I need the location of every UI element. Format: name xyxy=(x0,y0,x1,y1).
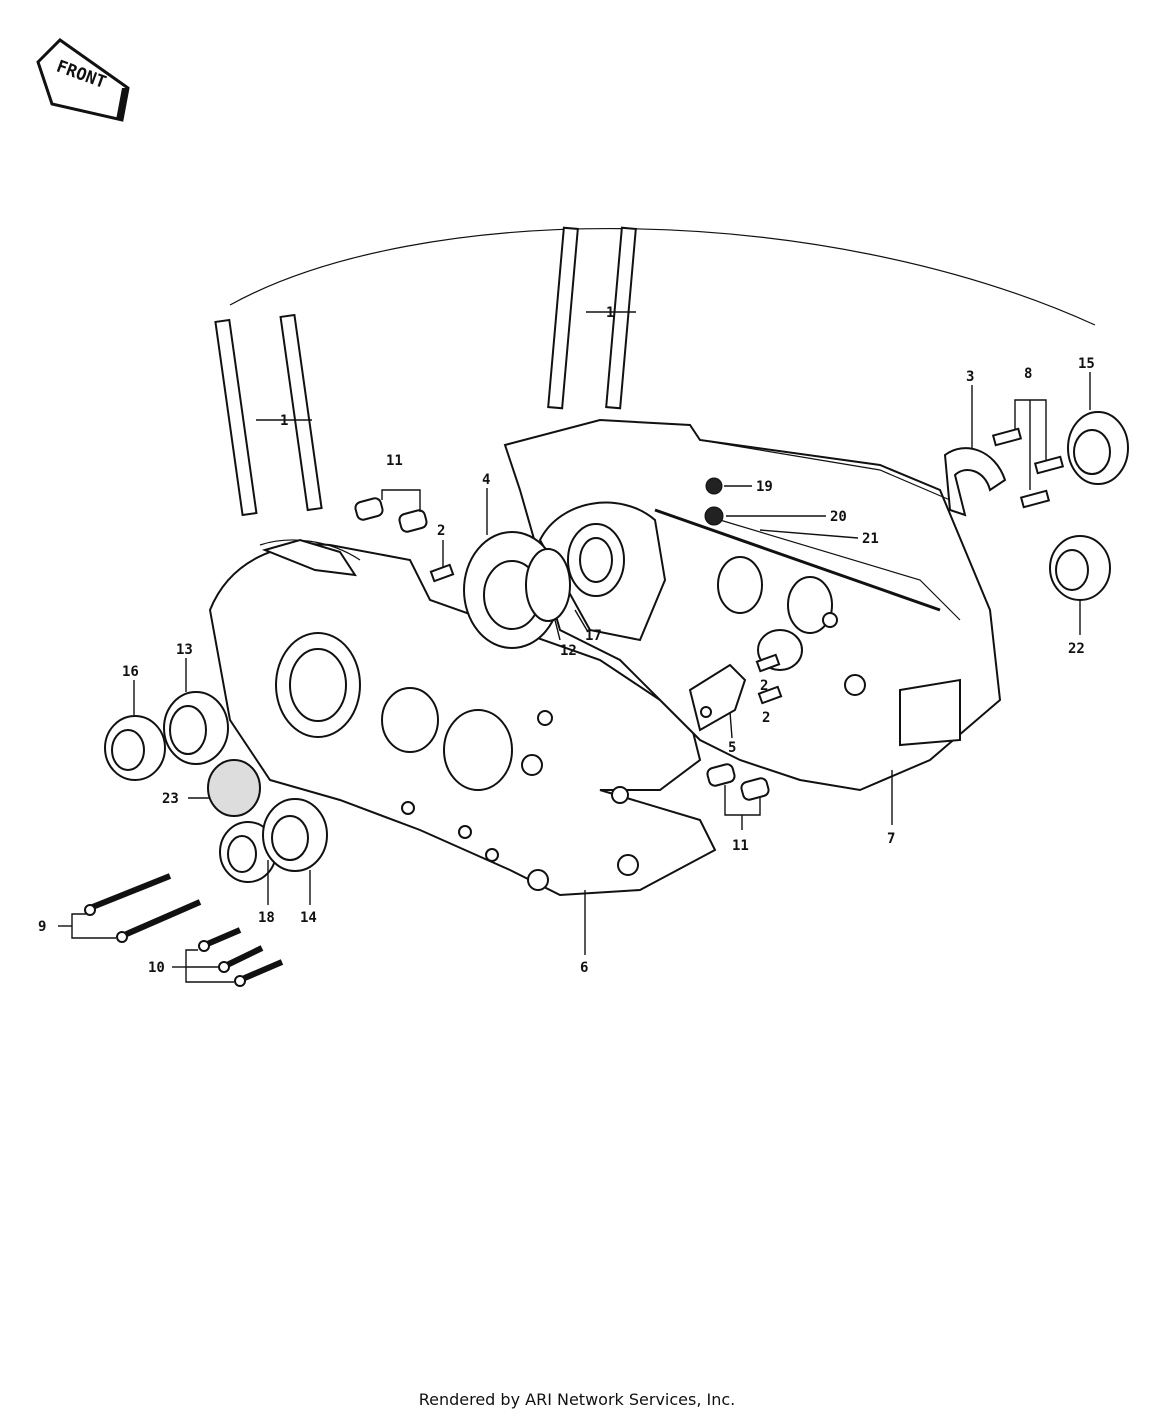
callout-1-left: 1 xyxy=(280,413,288,429)
callout-17: 17 xyxy=(585,628,602,644)
callout-7: 7 xyxy=(887,831,895,847)
bearing-12-17: 17 12 xyxy=(525,523,625,659)
callout-8: 8 xyxy=(1024,366,1032,382)
callout-11-upper: 11 xyxy=(386,453,403,469)
callout-20: 20 xyxy=(830,509,847,525)
stud-group-left: 1 xyxy=(214,313,323,517)
callout-2-upper: 2 xyxy=(437,523,445,539)
footer-credit: Rendered by ARI Network Services, Inc. xyxy=(418,1390,736,1409)
oil-seal-18: 18 xyxy=(219,821,277,926)
callout-9: 9 xyxy=(38,919,46,935)
callout-18: 18 xyxy=(258,910,275,926)
plug-23: 23 xyxy=(162,759,261,817)
callout-1-right: 1 xyxy=(606,305,614,321)
stopper-plate-5: 5 xyxy=(688,663,747,756)
parts-19-20-21: 19 20 21 xyxy=(654,477,941,612)
callout-2-lower-a: 2 xyxy=(760,678,768,694)
bolts-10: 10 xyxy=(148,927,284,987)
callout-5: 5 xyxy=(728,740,736,756)
callout-3: 3 xyxy=(966,369,974,385)
callout-10: 10 xyxy=(148,960,165,976)
crankcase-right-half xyxy=(503,418,1002,792)
callout-16: 16 xyxy=(122,664,139,680)
stud-group-right: 1 xyxy=(547,226,637,410)
callout-23: 23 xyxy=(162,791,179,807)
retainer-3: 3 xyxy=(943,369,1007,517)
front-arrow-icon: FRONT xyxy=(36,38,130,122)
callout-6: 6 xyxy=(580,960,588,976)
callout-14: 14 xyxy=(300,910,317,926)
dowel-pins-upper: 11 xyxy=(354,453,428,533)
oil-seal-16: 16 xyxy=(104,664,166,781)
callout-4: 4 xyxy=(482,472,490,488)
crankcase-left-half xyxy=(208,538,717,897)
callout-19: 19 xyxy=(756,479,773,495)
callout-21: 21 xyxy=(862,531,879,547)
bolt-2-upper: 2 xyxy=(429,523,455,583)
callout-13: 13 xyxy=(176,642,193,658)
bolts-9: 9 xyxy=(38,873,202,943)
callout-15: 15 xyxy=(1078,356,1095,372)
callout-22: 22 xyxy=(1068,641,1085,657)
bearing-13: 13 xyxy=(163,642,229,765)
bearing-14: 14 xyxy=(262,798,328,926)
callout-12: 12 xyxy=(560,643,577,659)
dowel-pins-lower: 11 xyxy=(706,763,770,854)
bolt-2-lower: 2 2 xyxy=(755,653,783,726)
callout-11-lower: 11 xyxy=(732,838,749,854)
bearing-15: 15 xyxy=(1067,356,1129,485)
oil-seal-22: 22 xyxy=(1049,535,1111,657)
callout-2-lower-b: 2 xyxy=(762,710,770,726)
screws-8: 8 xyxy=(991,366,1065,509)
